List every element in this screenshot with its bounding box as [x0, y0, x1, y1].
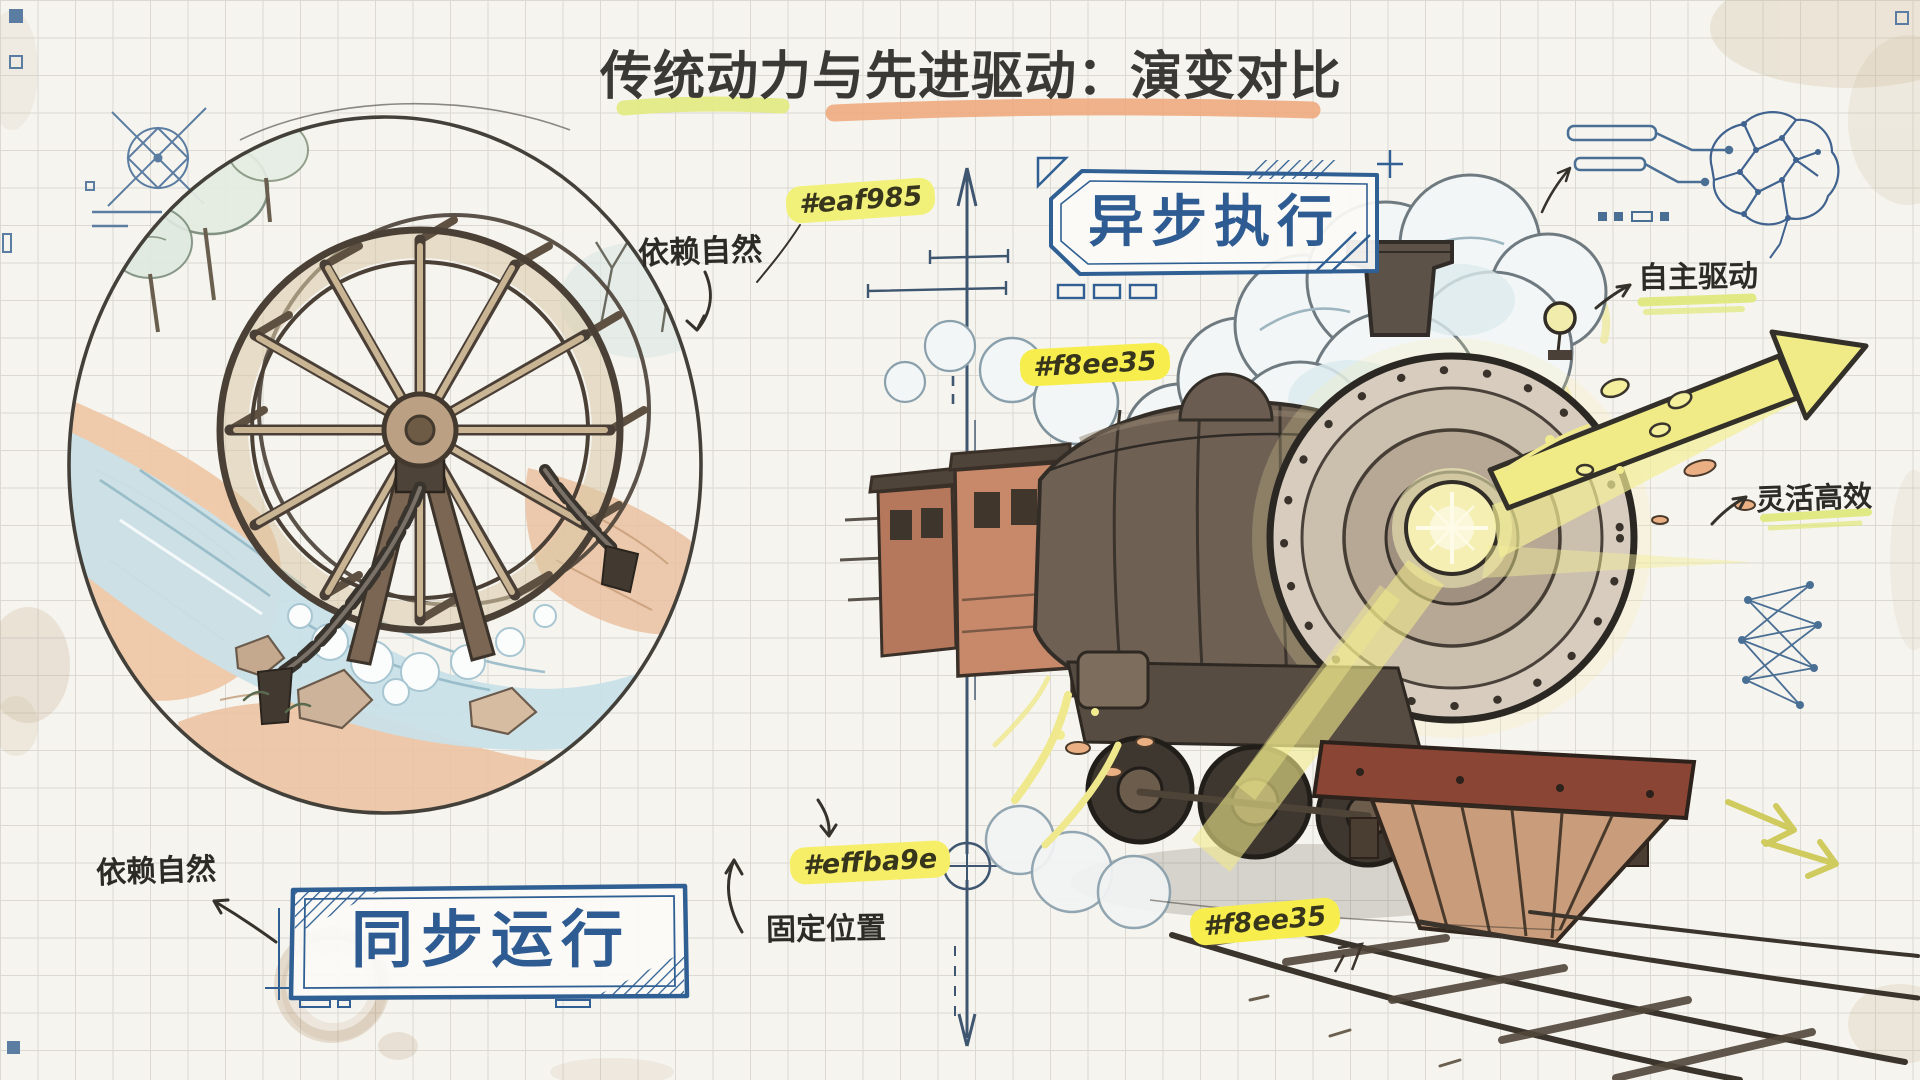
circuit-icon [1566, 124, 1734, 222]
sync-banner-label: 同步运行 [350, 906, 631, 975]
train-undercarriage [984, 560, 1697, 945]
locomotive-scene [839, 173, 1920, 1080]
chevron-arrows-icon [1725, 799, 1839, 879]
async-banner-label: 异步执行 [1088, 190, 1340, 253]
railway-tracks [1169, 910, 1920, 1080]
page-title: 传统动力与先进驱动：演变对比 [600, 48, 1343, 106]
hex-tag-right-left: #f8ee35 [1019, 342, 1171, 387]
corner-marks [2, 9, 1909, 1054]
label-reliance-top: 依赖自然 [637, 231, 763, 273]
async-banner-frame [1036, 150, 1403, 300]
title-highlights [616, 96, 1321, 122]
energy-splashes [992, 377, 1756, 849]
sync-banner-frame [265, 883, 690, 1008]
scene-circle-border [67, 115, 703, 815]
rocks [234, 634, 538, 736]
label-fixed-position: 固定位置 [765, 910, 887, 949]
label-flexible-efficient: 灵活高效 [1755, 478, 1873, 518]
chains [242, 464, 640, 726]
compass-icon [85, 107, 207, 228]
brain-network-icon [1709, 111, 1840, 259]
annotation-arrows [212, 166, 1748, 944]
label-underlines [1637, 293, 1872, 531]
waterwheel [216, 213, 651, 666]
label-self-drive: 自主驱动 [1637, 258, 1759, 297]
waterwheel-scene [67, 102, 703, 815]
network-graph-icon [1738, 581, 1822, 709]
label-reliance-bottom: 依赖自然 [95, 851, 217, 892]
